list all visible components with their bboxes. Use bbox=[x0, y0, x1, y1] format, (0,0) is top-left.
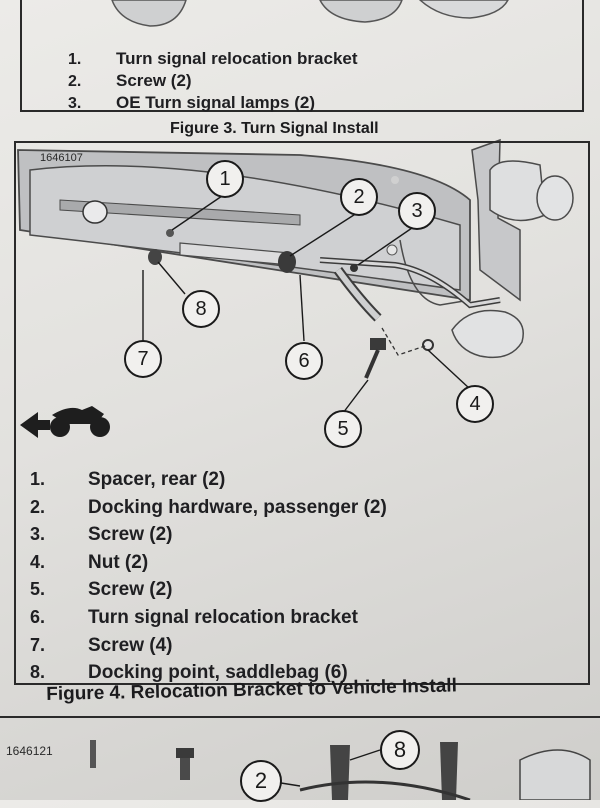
item-number: 2. bbox=[30, 496, 46, 517]
item-number: 3. bbox=[30, 524, 46, 545]
list-item: 3. OE Turn signal lamps (2) bbox=[60, 92, 480, 114]
item-number: 6. bbox=[30, 606, 46, 627]
callout-2: 2 bbox=[240, 760, 282, 802]
item-label: Docking hardware, passenger (2) bbox=[88, 496, 387, 518]
item-number: 3. bbox=[68, 95, 82, 112]
item-label: Spacer, rear (2) bbox=[88, 469, 226, 490]
item-label: OE Turn signal lamps (2) bbox=[116, 93, 315, 112]
callout-2: 2 bbox=[340, 178, 378, 216]
item-label: Screw (2) bbox=[116, 71, 192, 90]
item-number: 8. bbox=[30, 662, 46, 683]
item-label: Turn signal relocation bracket bbox=[88, 606, 358, 628]
figure3-title: Figure 3. Turn Signal Install bbox=[170, 120, 379, 137]
item-label: Turn signal relocation bracket bbox=[116, 49, 358, 68]
figure4-part-number: 1646121 bbox=[6, 744, 53, 758]
item-number: 1. bbox=[30, 469, 46, 489]
figure3-part-number: 1646107 bbox=[40, 152, 83, 164]
item-number: 2. bbox=[68, 73, 82, 90]
list-item: 6. Turn signal relocation bracket bbox=[30, 604, 490, 632]
list-item: 7. Screw (4) bbox=[30, 632, 490, 660]
previous-figure-fragment bbox=[111, 0, 509, 27]
list-item: 1. Spacer, rear (2) bbox=[30, 466, 490, 494]
callout-5: 5 bbox=[324, 410, 362, 448]
relocation-bracket-illustration-fragment bbox=[90, 740, 591, 800]
item-label: Nut (2) bbox=[88, 551, 149, 573]
callout-1: 1 bbox=[206, 160, 244, 198]
previous-parts-list: 1. Turn signal relocation bracket 2. Scr… bbox=[60, 48, 480, 114]
callout-8: 8 bbox=[380, 730, 420, 770]
callout-8: 8 bbox=[182, 290, 220, 328]
list-item: 4. Nut (2) bbox=[30, 549, 490, 577]
callout-7: 7 bbox=[124, 340, 162, 378]
figure3-legend: 1. Spacer, rear (2) 2. Docking hardware,… bbox=[30, 466, 490, 687]
item-label: Screw (2) bbox=[88, 579, 173, 601]
previous-figure-frame bbox=[20, 0, 584, 112]
item-number: 7. bbox=[30, 634, 46, 655]
item-number: 4. bbox=[30, 551, 46, 572]
item-number: 1. bbox=[68, 51, 82, 68]
list-item: 8. Docking point, saddlebag (6) bbox=[30, 659, 490, 687]
list-item: 2. Screw (2) bbox=[60, 70, 480, 92]
item-label: Screw (4) bbox=[88, 634, 173, 656]
list-item: 2. Docking hardware, passenger (2) bbox=[30, 494, 490, 522]
item-label: Docking point, saddlebag (6) bbox=[88, 662, 348, 684]
callout-4: 4 bbox=[456, 385, 494, 423]
figure3-frame bbox=[14, 141, 590, 685]
figure4-frame bbox=[0, 716, 600, 808]
list-item: 1. Turn signal relocation bracket bbox=[60, 48, 480, 70]
list-item: 3. Screw (2) bbox=[30, 521, 490, 549]
item-label: Screw (2) bbox=[88, 524, 173, 546]
callout-6: 6 bbox=[285, 342, 323, 380]
item-number: 5. bbox=[30, 579, 46, 600]
callout-3: 3 bbox=[398, 192, 436, 230]
list-item: 5. Screw (2) bbox=[30, 576, 490, 604]
